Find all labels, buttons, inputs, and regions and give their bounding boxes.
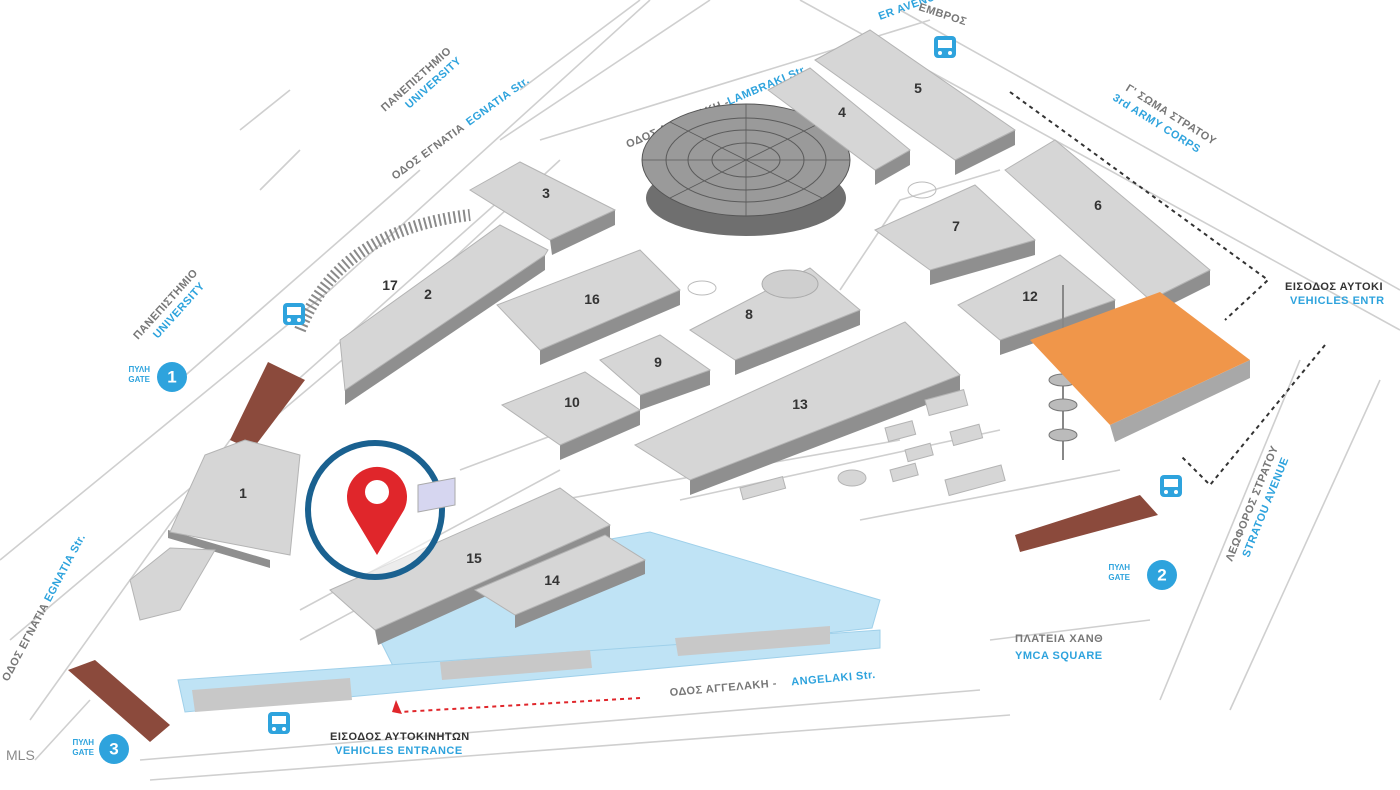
building-number: 10	[564, 394, 580, 410]
building-number: 7	[952, 218, 960, 234]
building-number: 14	[544, 572, 560, 588]
street-label-angelaki: ΟΔΟΣ ΑΓΓΕΛΑΚΗ - ANGELAKI Str.	[669, 669, 876, 699]
building-7: 7	[874, 184, 1036, 285]
building-8: 8	[689, 267, 861, 375]
building-number: 4	[838, 104, 846, 120]
mls-label: MLS	[6, 747, 35, 763]
building-16: 16	[496, 249, 681, 365]
building-14: 14	[473, 534, 647, 628]
building-number: 15	[466, 550, 482, 566]
building-number: 2	[424, 286, 432, 302]
bus-icon	[934, 36, 956, 58]
building-number: 1	[239, 485, 247, 501]
street-label-egnatia-left: ΟΔΟΣ ΕΓΝΑΤΙΑ EGNATIA Str.	[0, 532, 88, 683]
entrance-english: VEHICLES ENTR	[1290, 295, 1385, 307]
bus-icon	[283, 303, 305, 325]
building-9: 9	[599, 334, 712, 410]
canopy-gate-2	[1015, 495, 1158, 552]
building-number: 12	[1022, 288, 1038, 304]
building-17: 17	[382, 277, 398, 293]
street-greek: ΟΔΟΣ ΕΓΝΑΤΙΑ	[390, 122, 467, 183]
street-label-ymca: ΠΛΑΤΕΙΑ ΧΑΝΘ YMCA SQUARE	[1015, 633, 1103, 662]
gate-canopies	[68, 362, 1158, 742]
building-10: 10	[500, 371, 642, 460]
gate-english: GATE	[128, 375, 150, 384]
building-13: 13	[633, 321, 961, 495]
building-number: 8	[745, 306, 753, 322]
location-marker[interactable]	[305, 440, 456, 580]
building-12: 12	[957, 254, 1117, 355]
building-number: 6	[1094, 197, 1102, 213]
entrance-greek: ΕΙΣΟΔΟΣ ΑΥΤΟΚΙ	[1285, 281, 1383, 293]
building-3: 3	[469, 161, 617, 255]
water-area	[177, 531, 881, 713]
entrance-greek: ΕΙΣΟΔΟΣ ΑΥΤΟΚΙΝΗΤΩΝ	[330, 731, 470, 743]
gate-english: GATE	[1108, 573, 1130, 582]
vehicle-entrance-bottom: ΕΙΣΟΔΟΣ ΑΥΤΟΚΙΝΗΤΩΝ VEHICLES ENTRANCE	[330, 731, 470, 757]
vehicle-routes	[392, 91, 1326, 714]
bus-icon	[1160, 475, 1182, 497]
gate-english: GATE	[72, 748, 94, 757]
street-english: ANGELAKI Str.	[791, 669, 876, 688]
gate-number: 1	[167, 368, 176, 387]
building-4: 4	[767, 67, 911, 185]
building-1: 1	[129, 439, 301, 621]
canopy-gate-1	[230, 362, 305, 450]
street-label-third-army: Γ' ΣΩΜΑ ΣΤΡΑΤΟΥ 3rd ARMY CORPS	[1110, 82, 1218, 155]
building-number: 13	[792, 396, 808, 412]
street-greek: ΠΛΑΤΕΙΑ ΧΑΝΘ	[1015, 633, 1103, 645]
building-number: 9	[654, 354, 662, 370]
street-label-university-top: ΠΑΝΕΠΙΣΤΗΜΙΟ UNIVERSITY	[379, 45, 464, 114]
street-label-stratou: ΛΕΩΦΟΡΟΣ ΣΤΡΑΤΟΥ STRATOU AVENUE	[1224, 444, 1292, 563]
building-number: 5	[914, 80, 922, 96]
bus-icon	[268, 712, 290, 734]
vehicle-entrance-right: ΕΙΣΟΔΟΣ ΑΥΤΟΚΙ VEHICLES ENTR	[1285, 281, 1385, 307]
stadium	[641, 103, 851, 236]
street-english: EGNATIA Str.	[464, 75, 532, 129]
gate-number: 2	[1157, 566, 1166, 585]
gate-greek: ΠΥΛΗ	[73, 738, 95, 747]
building-number: 16	[584, 291, 600, 307]
canopy-gate-3	[68, 660, 170, 742]
building-number: 17	[382, 277, 398, 293]
street-greek: ΟΔΟΣ ΕΓΝΑΤΙΑ	[0, 601, 51, 683]
highlighted-pavilion[interactable]	[1030, 292, 1250, 442]
building-number: 3	[542, 185, 550, 201]
gate-2[interactable]: ΠΥΛΗ GATE 2	[1108, 560, 1177, 590]
entrance-english: VEHICLES ENTRANCE	[335, 745, 463, 757]
street-english: YMCA SQUARE	[1015, 650, 1103, 662]
gate-1[interactable]: ΠΥΛΗ GATE 1	[128, 362, 187, 392]
small-structures	[687, 181, 1006, 501]
gate-greek: ΠΥΛΗ	[129, 365, 151, 374]
gate-3[interactable]: MLS ΠΥΛΗ GATE 3	[6, 734, 129, 764]
street-greek: ΟΔΟΣ ΑΓΓΕΛΑΚΗ -	[669, 678, 777, 699]
building-5: 5	[814, 29, 1016, 175]
gate-number: 3	[109, 740, 118, 759]
gate-greek: ΠΥΛΗ	[1109, 563, 1131, 572]
street-label-university-left: ΠΑΝΕΠΙΣΤΗΜΙΟ UNIVERSITY	[131, 267, 207, 342]
building-2: 2	[294, 209, 549, 405]
